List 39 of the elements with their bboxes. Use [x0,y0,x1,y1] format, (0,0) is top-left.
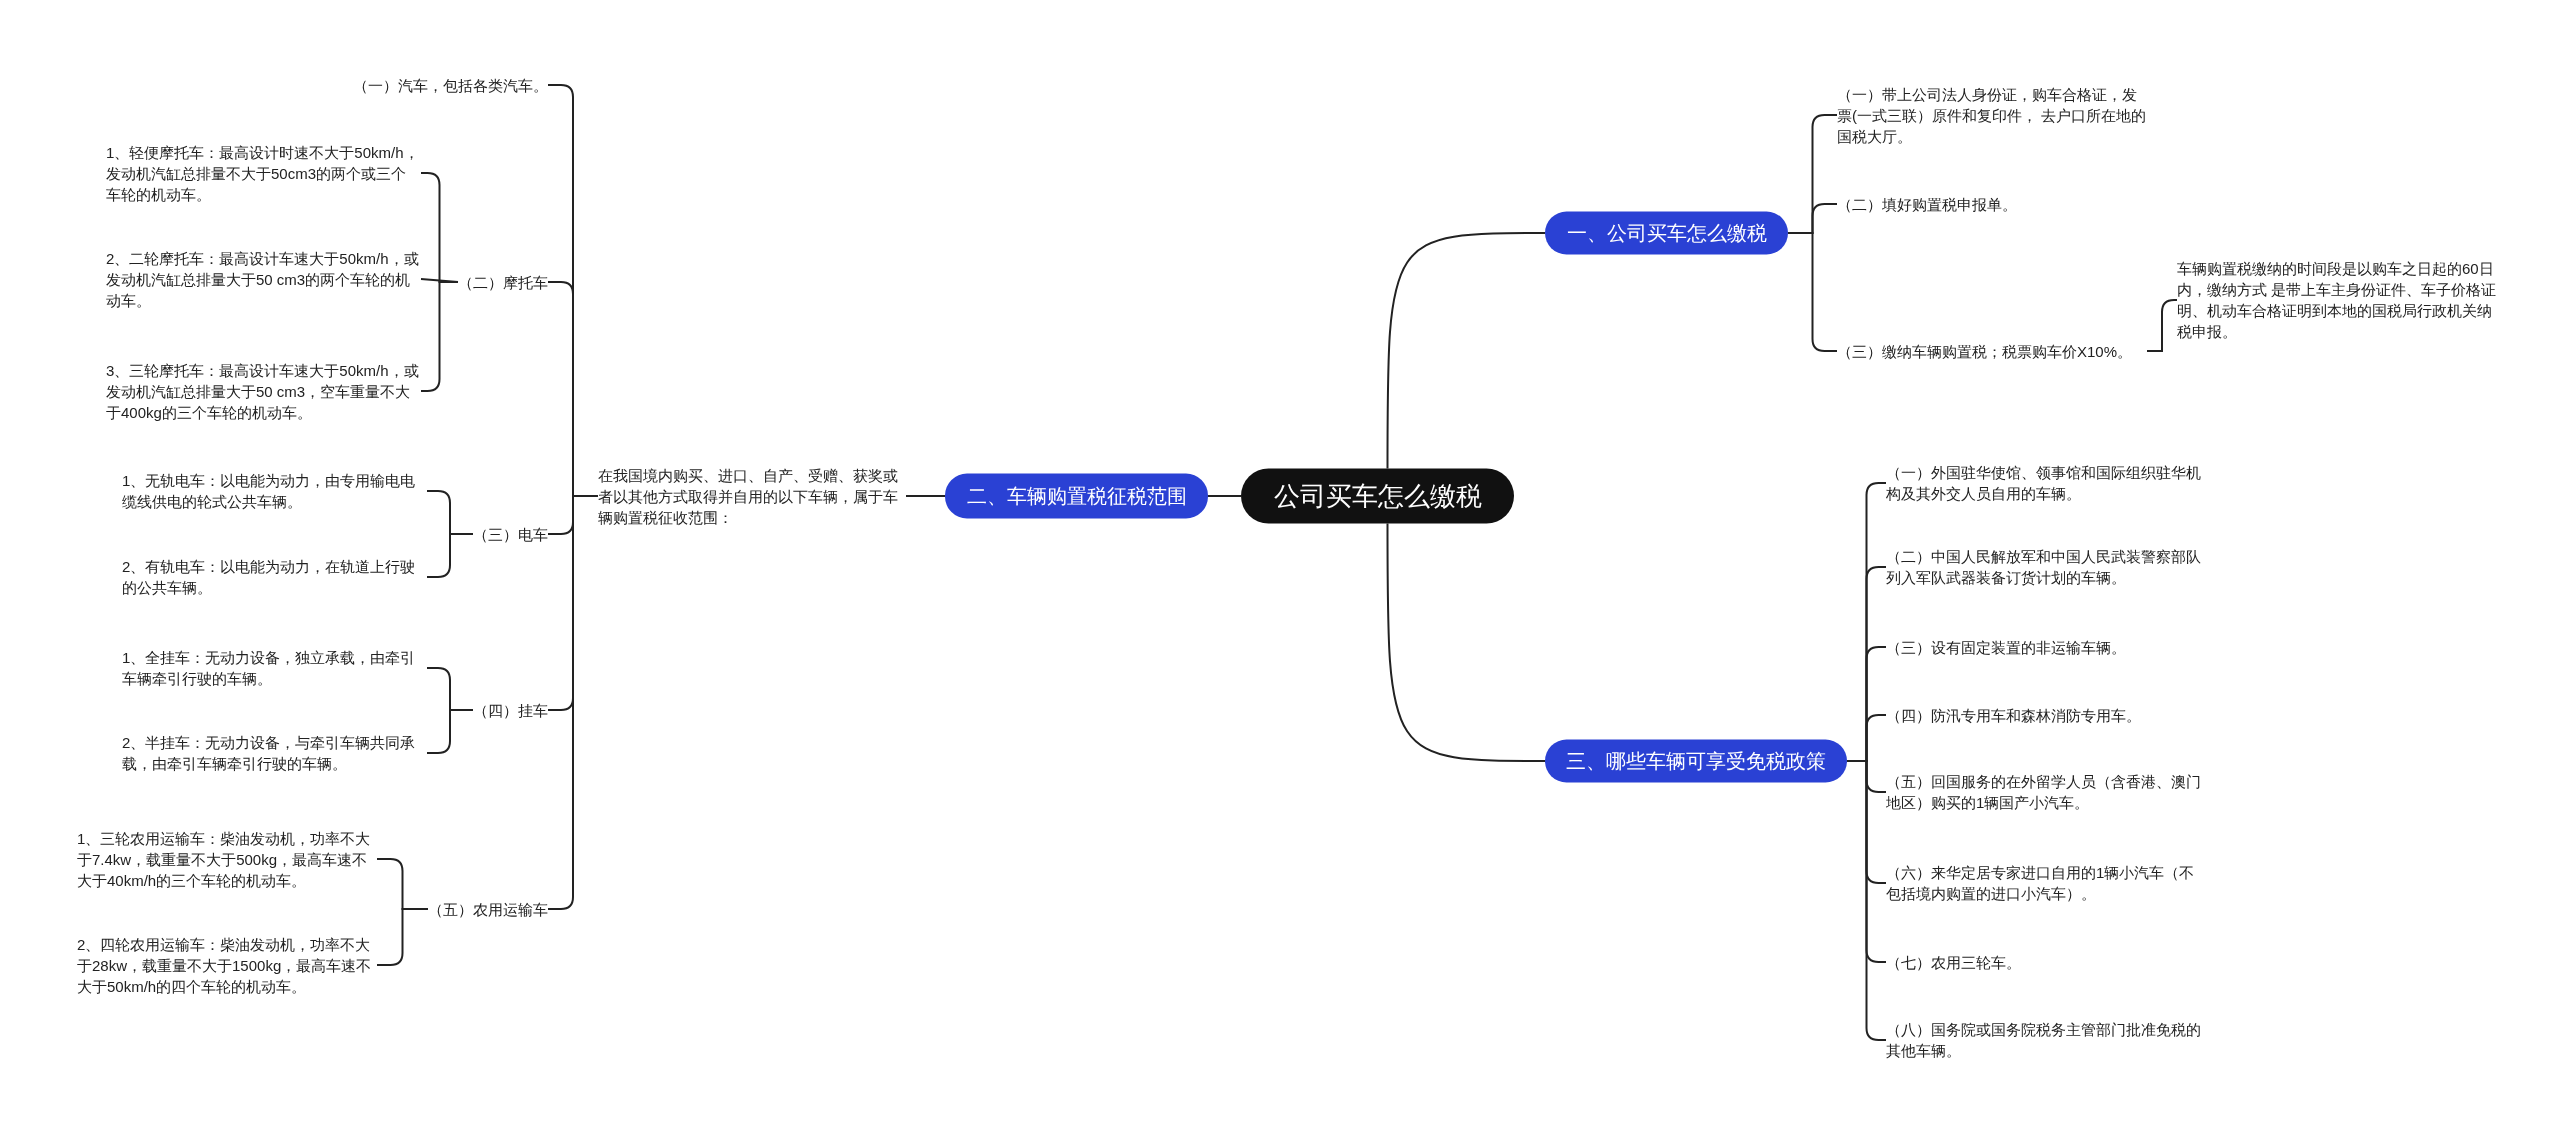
topic-text: 2、半挂车：无动力设备，与牵引车辆共同承载，由牵引车辆牵引行驶的车辆。 [122,732,427,774]
topic-text: （三）电车 [473,523,548,545]
topic-text: 1、三轮农用运输车：柴油发动机，功率不大于7.4kw，载重量不大于500kg，最高车速不大于40km/h的三个车轮的机动车。 [77,827,377,891]
topic-text: （四）防汛专用车和森林消防专用车。 [1886,704,2206,726]
topic-text: 1、全挂车：无动力设备，独立承载，由牵引车辆牵引行驶的车辆。 [122,647,427,689]
connector-line [1846,760,1887,1041]
topic-text: （一）外国驻华使馆、领事馆和国际组织驻华机构及其外交人员自用的车辆。 [1886,462,2206,504]
connector-line [1386,522,1546,762]
topic-text: 1、无轨电车：以电能为动力，由专用输电电缆线供电的轮式公共车辆。 [122,470,427,512]
branch-topic: 一、公司买车怎么缴税 [1545,211,1788,255]
topic-text: （三）设有固定装置的非运输车辆。 [1886,636,2206,658]
topic-text: （二）中国人民解放军和中国人民武装警察部队列入军队武器装备订货计划的车辆。 [1886,546,2206,588]
topic-text: （一）带上公司法人身份证，购车合格证，发票(一式三联）原件和复印件， 去户口所在地的国税大厅。 [1837,83,2147,147]
topic-text: （二）填好购置税申报单。 [1837,193,2147,215]
connector-line [426,533,474,578]
topic-text: （五）农用运输车 [428,898,548,920]
branch-topic: 二、车辆购置税征税范围 [945,473,1208,519]
connector-line [1207,495,1242,497]
topic-text: 2、二轮摩托车：最高设计车速大于50km/h，或发动机汽缸总排量大于50 cm3的两个车轮的机动车。 [106,247,421,311]
topic-text: （一）汽车，包括各类汽车。 [353,74,548,96]
topic-text: （八）国务院或国务院税务主管部门批准免税的其他车辆。 [1886,1019,2206,1061]
connector-line [1386,232,1546,470]
topic-text: 车辆购置税缴纳的时间段是以购车之日起的60日内，缴纳方式 是带上车主身份证件、车子价格证明、机动车合格证明到本地的国税局行政机关纳税申报。 [2177,258,2497,342]
topic-text: 1、轻便摩托车：最高设计时速不大于50km/h，发动机汽缸总排量不大于50cm3的两个或三个车轮的机动车。 [106,141,421,205]
topic-text: （六）来华定居专家进口自用的1辆小汽车（不包括境内购置的进口小汽车）。 [1886,862,2206,904]
central-topic: 公司买车怎么缴税 [1241,468,1514,524]
topic-text: 3、三轮摩托车：最高设计车速大于50km/h，或发动机汽缸总排量大于50 cm3，空车重量不大于400kg的三个车轮的机动车。 [106,359,421,423]
branch-topic: 三、哪些车辆可享受免税政策 [1545,739,1847,783]
topic-text: （三）缴纳车辆购置税；税票购车价X10%。 [1837,340,2147,362]
connector-line [2146,299,2178,352]
topic-text: （二）摩托车 [458,271,548,293]
topic-text: （四）挂车 [473,699,548,721]
topic-text: （五）回国服务的在外留学人员（含香港、澳门地区）购买的1辆国产小汽车。 [1886,771,2206,813]
topic-text: 在我国境内购买、进口、自产、受赠、获奖或者以其他方式取得并自用的以下车辆，属于车辆购置税征收范围： [598,464,906,528]
topic-text: 2、有轨电车：以电能为动力，在轨道上行驶的公共车辆。 [122,556,427,598]
topic-text: 2、四轮农用运输车：柴油发动机，功率不大于28kw，载重量不大于1500kg，最高车速不大于50km/h的四个车轮的机动车。 [77,933,377,997]
connector-line [426,709,474,754]
connector-line [905,495,946,497]
topic-text: （七）农用三轮车。 [1886,951,2206,973]
